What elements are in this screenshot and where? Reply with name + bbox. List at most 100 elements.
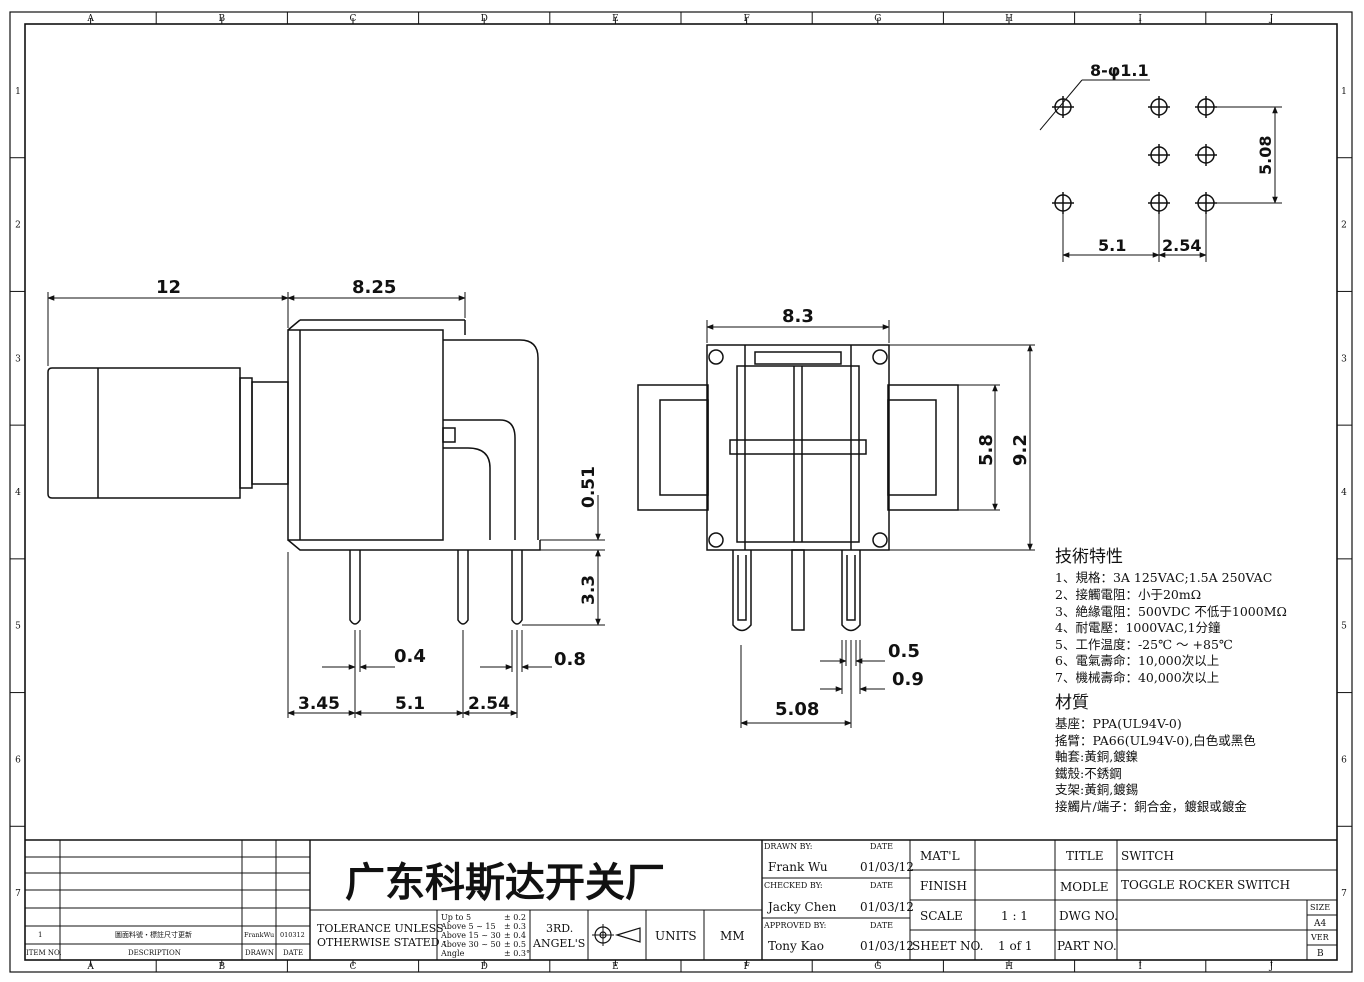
spec-item: 2、接觸電阻：小于20mΩ <box>1055 587 1201 602</box>
zone-col-label: J <box>1269 962 1274 972</box>
company-name: 广东科斯达开关厂 <box>345 860 665 906</box>
tolerance-range: Up to 5 <box>441 913 471 922</box>
dim-pin-width: 0.4 <box>394 646 426 667</box>
zone-col-label: D <box>481 14 488 24</box>
dim-bottom-c: 2.54 <box>468 694 510 714</box>
title-label: TITLE <box>1066 849 1103 863</box>
dim-hole-right: 2.54 <box>1162 236 1201 255</box>
tolerance-value: ± 0.4 <box>504 931 526 940</box>
specs-block: 技術特性 1、規格：3A 125VAC;1.5A 250VAC 2、接觸電阻：小… <box>1055 547 1287 814</box>
sheet-value: 1 of 1 <box>998 939 1033 953</box>
zone-row-label: 7 <box>1341 889 1347 899</box>
tolerance-range: Above 5 ~ 15 <box>440 922 496 931</box>
drawn-date-label: DATE <box>870 842 893 851</box>
tolerance-value: ± 0.2 <box>504 913 526 922</box>
material-item: 搖臂：PA66(UL94V-0),白色或黑色 <box>1055 733 1256 748</box>
dim-hole-height: 5.08 <box>1256 136 1275 175</box>
rev-description: 圖面料號・標註尺寸更新 <box>115 930 192 939</box>
dwg-no-label: DWG NO. <box>1059 909 1118 923</box>
front-view <box>637 320 1035 728</box>
checked-date-label: DATE <box>870 881 893 890</box>
tolerance-label-2: OTHERWISE STATED : <box>317 936 447 949</box>
zone-col-label: E <box>612 962 619 972</box>
dim-hole-left: 5.1 <box>1098 236 1126 255</box>
sheet-label: SHEET NO. <box>912 939 983 953</box>
hole-pattern-view <box>1039 79 1282 262</box>
zone-col-label: A <box>86 14 94 24</box>
zone-col-label: J <box>1269 14 1274 24</box>
zone-row-label: 4 <box>1341 488 1347 498</box>
zone-row-label: 1 <box>15 87 21 97</box>
spec-item: 1、規格：3A 125VAC;1.5A 250VAC <box>1055 570 1272 585</box>
dim-length: 12 <box>156 277 181 298</box>
approved-by-name: Tony Kao <box>768 939 824 953</box>
material-heading: 材質 <box>1055 693 1089 713</box>
checked-by-label: CHECKED BY: <box>764 881 823 890</box>
size-value: A4 <box>1313 919 1326 929</box>
zone-col-label: E <box>612 14 619 24</box>
ver-label: VER <box>1310 933 1330 942</box>
dim-height: 9.2 <box>1010 434 1031 466</box>
zone-col-label: H <box>1005 14 1013 24</box>
specs-heading: 技術特性 <box>1055 547 1123 567</box>
dim-pitch: 5.08 <box>775 699 819 720</box>
scale-value: 1 : 1 <box>1001 909 1028 923</box>
rev-header-drawn: DRAWN <box>245 949 274 957</box>
spec-item: 4、耐電壓：1000VAC,1分鐘 <box>1055 620 1221 635</box>
tolerance-range: Above 30 ~ 50 <box>440 940 501 949</box>
dim-pin-thick: 0.8 <box>554 649 586 670</box>
zone-col-label: B <box>218 962 225 972</box>
dim-bottom-b: 5.1 <box>395 694 425 714</box>
checked-by-date: 01/03/12 <box>860 900 914 914</box>
holes-count-label: 8-φ1.1 <box>1090 61 1149 80</box>
hole <box>1148 96 1170 118</box>
zone-row-label: 5 <box>1341 622 1347 632</box>
approved-date-label: DATE <box>870 921 893 930</box>
tolerance-value: ± 0.3 <box>504 922 526 931</box>
rev-header-desc: DESCRIPTION <box>128 949 181 957</box>
zone-col-label: G <box>874 962 881 972</box>
spec-item: 5、工作温度：-25℃ ～ +85℃ <box>1055 637 1233 652</box>
spec-item: 3、絶緣電阻：500VDC 不低于1000MΩ <box>1055 604 1287 619</box>
zone-row-label: 7 <box>15 889 21 899</box>
zone-row-label: 2 <box>1341 221 1347 231</box>
drawn-by-date: 01/03/12 <box>860 860 914 874</box>
tolerance-range: Above 15 ~ 30 <box>440 931 501 940</box>
units-value: MM <box>720 929 745 943</box>
spec-item: 7、機械壽命：40,000次以上 <box>1055 670 1219 685</box>
dim-pin-2: 0.9 <box>892 669 924 690</box>
model-value: TOGGLE ROCKER SWITCH <box>1121 878 1290 892</box>
tolerance-label-1: TOLERANCE UNLESS <box>317 922 444 935</box>
tolerance-value: ± 0.3° <box>504 949 530 958</box>
rev-header-item: ITEM NO. <box>26 949 62 957</box>
material-item: 接觸片/端子：銅合金，鍍銀或鍍金 <box>1055 799 1247 814</box>
zone-col-label: F <box>743 962 749 972</box>
title-block <box>25 839 1337 960</box>
side-view <box>47 292 605 718</box>
zone-col-label: I <box>1138 14 1142 24</box>
hole <box>1052 96 1074 118</box>
rev-header-date: DATE <box>283 949 303 957</box>
zone-col-label: F <box>743 14 749 24</box>
angle-label-1: 3RD. <box>546 922 573 935</box>
title-value: SWITCH <box>1121 849 1174 863</box>
zone-ticks <box>10 12 1352 972</box>
tolerance-range: Angle <box>440 949 465 958</box>
rev-drawn: FrankWu <box>244 931 274 939</box>
hole <box>1195 96 1217 118</box>
zone-col-label: D <box>481 962 488 972</box>
zone-row-label: 1 <box>1341 87 1347 97</box>
hole <box>1195 192 1217 214</box>
matl-label: MAT'L <box>920 849 960 863</box>
zone-col-label: G <box>874 14 881 24</box>
rev-item: 1 <box>38 931 42 939</box>
model-label: MODLE <box>1060 880 1108 894</box>
dim-width: 8.3 <box>782 306 814 327</box>
material-item: 基座：PPA(UL94V-0) <box>1055 716 1182 731</box>
drawn-by-name: Frank Wu <box>768 860 828 874</box>
scale-label: SCALE <box>920 909 963 923</box>
material-item: 鐵殼:不銹鋼 <box>1055 766 1122 781</box>
ver-value: B <box>1317 949 1324 959</box>
spec-item: 6、電氣壽命：10,000次以上 <box>1055 653 1219 668</box>
